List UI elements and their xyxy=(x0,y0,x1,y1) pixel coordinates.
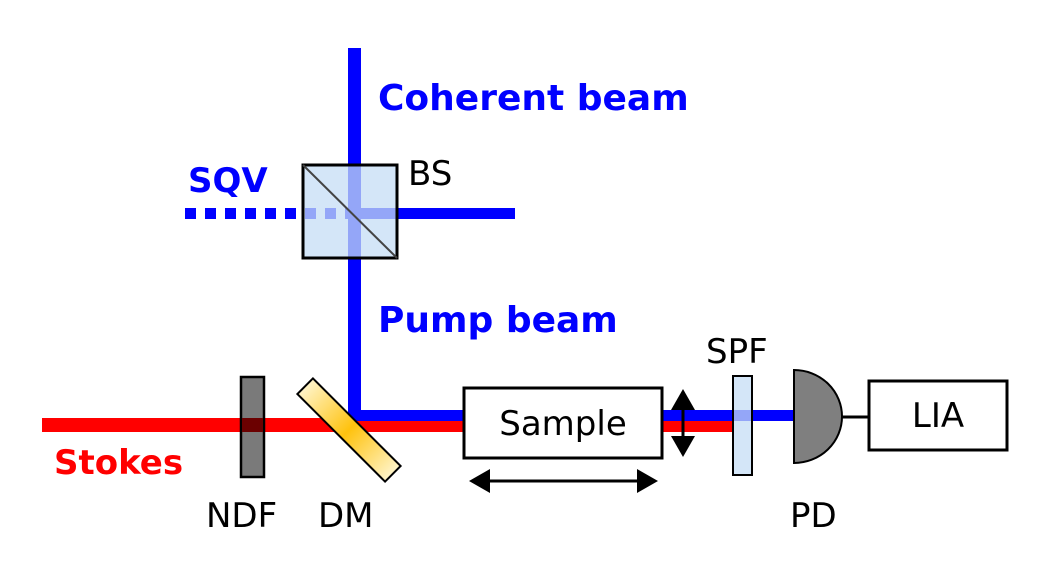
photodetector xyxy=(793,368,843,465)
beam-splitter xyxy=(301,163,399,260)
dm-label: DM xyxy=(318,496,374,536)
lia-label: LIA xyxy=(912,396,964,436)
pump-beam-label: Pump beam xyxy=(378,300,618,341)
sample-label: Sample xyxy=(499,404,626,444)
bs-reflected-beam xyxy=(355,208,515,219)
stokes-label: Stokes xyxy=(54,443,183,483)
spf-label: SPF xyxy=(706,332,768,372)
short-pass-filter xyxy=(732,375,753,476)
coherent-beam-label: Coherent beam xyxy=(378,78,689,119)
neutral-density-filter xyxy=(239,375,266,479)
bs-label: BS xyxy=(408,154,452,194)
sample-box xyxy=(462,386,664,460)
lia-box xyxy=(867,379,1009,452)
dichroic-mirror xyxy=(295,376,403,484)
ndf-label: NDF xyxy=(206,496,277,536)
pd-label: PD xyxy=(790,496,837,536)
sqv-label: SQV xyxy=(188,161,268,201)
